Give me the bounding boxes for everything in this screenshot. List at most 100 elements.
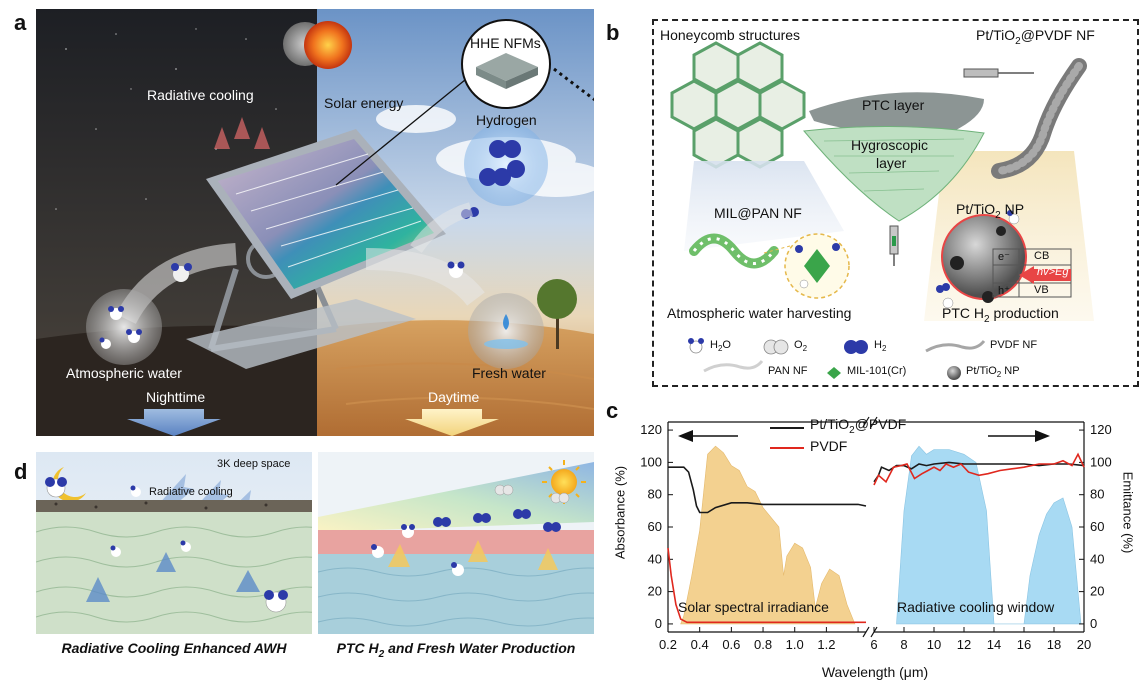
hydrogen-bubble: [464, 122, 548, 206]
label-pt-tio2-np-main: Pt/TiO: [956, 201, 996, 217]
label-ptc-h2: PTC H2 production: [942, 305, 1059, 325]
pan-nf-icon: [703, 360, 764, 373]
label-solar-energy: Solar energy: [324, 95, 404, 111]
chart-ytick-label-left-0: 0: [655, 616, 662, 631]
chart-series-1-0: [667, 547, 866, 624]
caption-e-rest: and Fresh Water Production: [384, 640, 576, 656]
pvdf-nf-icon: [925, 340, 986, 353]
chart-ylabel-right: Emittance (%): [1120, 471, 1136, 554]
chart-xtick-label-1-2: 10: [927, 637, 941, 652]
panel-label-b: b: [606, 20, 620, 45]
label-ptc-layer: PTC layer: [862, 97, 925, 113]
chart-window-label: Radiative cooling window: [897, 599, 1055, 615]
chart-break-a-1: [862, 626, 870, 638]
chart-legend-red: PVDF: [810, 438, 848, 454]
label-nighttime: Nighttime: [146, 389, 206, 405]
chart-area-0: [680, 445, 856, 625]
pt-tio2-np-icon: [947, 366, 961, 380]
chart-xlabel: Wavelength (μm): [821, 664, 929, 680]
label-hydrogen: Hydrogen: [476, 112, 537, 128]
chart-series-1-1: [873, 452, 1085, 486]
label-pt-tio2-pvdf-nf: Pt/TiO2@PVDF NF: [976, 27, 1095, 47]
atmospheric-water-bubble: [86, 289, 162, 365]
h2o-molecule-icon: [688, 338, 704, 354]
legend-h2o-rest: O: [722, 339, 731, 351]
caption-e-sub: 2: [378, 648, 385, 660]
legend-pan-text: PAN NF: [768, 365, 808, 377]
legend-pt-tio2-sub: 2: [996, 370, 1002, 380]
panel-e-illustration: [318, 452, 594, 634]
fresh-water-bubble: [468, 293, 544, 369]
label-pt-tio2-np: Pt/TiO2 NP: [956, 201, 1024, 221]
chart-ylabel-left: Absorbance (%): [612, 465, 628, 560]
chart-legend-black-sub: 2: [849, 424, 855, 436]
legend-pt-tio2-rest: NP: [1001, 365, 1020, 377]
chart-xtick-label-1-6: 18: [1047, 637, 1061, 652]
label-h-plus: h⁺: [998, 285, 1010, 297]
label-cb: CB: [1034, 250, 1050, 262]
legend-h2-main: H: [874, 339, 882, 351]
chart-legend-black-main: Pt/TiO: [810, 416, 850, 432]
legend-h2-sub: 2: [881, 344, 887, 354]
caption-e-main: PTC H: [336, 640, 379, 656]
label-fresh-water: Fresh water: [472, 365, 546, 381]
chart-ytick-label-left-6: 120: [640, 422, 662, 437]
chart-break-a-0: [862, 416, 870, 428]
label-pt-tio2-pvdf-nf-main: Pt/TiO: [976, 27, 1016, 43]
label-awh: Atmospheric water harvesting: [667, 305, 852, 321]
panel-d: 3K deep space Radiative cooling: [36, 452, 312, 634]
chart-legend-black: Pt/TiO2@PVDF: [810, 416, 906, 436]
chart-ytick-label-right-0: 0: [1090, 616, 1097, 631]
legend-pt-tio2-text: Pt/TiO2 NP: [966, 365, 1020, 379]
panel-a: Radiative cooling Solar energy HHE NFMs …: [36, 9, 594, 436]
panel-b: Honeycomb structures Pt/TiO2@PVDF NF PTC…: [652, 19, 1139, 387]
label-pt-tio2-pvdf-nf-sub: 2: [1015, 35, 1021, 47]
sun-icon-e: [551, 469, 577, 495]
legend-o2-sub: 2: [802, 344, 808, 354]
legend-h2o-main: H: [710, 339, 718, 351]
label-pt-tio2-np-sub: 2: [995, 209, 1001, 221]
tree-icon: [537, 279, 577, 319]
legend-h2o-text: H2O: [710, 339, 731, 353]
chart-ytick-label-right-1: 20: [1090, 584, 1104, 599]
chart-xtick-label-1-1: 8: [900, 637, 907, 652]
chart-xtick-label-1-0: 6: [870, 637, 877, 652]
hygroscopic-layer: [803, 125, 985, 222]
legend-h2o-sub: 2: [717, 344, 723, 354]
chart-arrow-left-head: [678, 430, 693, 442]
chart-solar-label: Solar spectral irradiance: [678, 599, 829, 615]
mil101-crystal: [804, 249, 830, 283]
panel-a-illustration: [36, 9, 594, 436]
chart-ytick-label-right-4: 80: [1090, 487, 1104, 502]
label-radiative-cooling-d: Radiative cooling: [149, 486, 233, 498]
chart-xtick-label-0-2: 0.6: [722, 637, 740, 652]
label-honeycomb: Honeycomb structures: [660, 27, 801, 43]
legend-pvdf-text: PVDF NF: [990, 339, 1038, 351]
o2-molecule-icon: [763, 339, 789, 355]
panel-label-a: a: [14, 10, 27, 35]
chart-ytick-label-right-2: 40: [1090, 551, 1104, 566]
nighttime-arrow: [127, 409, 221, 436]
caption-e: PTC H2 and Fresh Water Production: [318, 640, 594, 660]
h2-molecule-icon: [844, 340, 868, 354]
ptc-layer: [809, 92, 984, 134]
label-deep-space: 3K deep space: [217, 458, 291, 470]
chart-xtick-label-0-5: 1.2: [817, 637, 835, 652]
chart-xtick-label-0-3: 0.8: [754, 637, 772, 652]
chart-ytick-label-left-1: 20: [648, 584, 662, 599]
label-ptc-h2-sub: 2: [984, 313, 990, 325]
chart-xtick-label-0-1: 0.4: [691, 637, 709, 652]
chart-area-1: [896, 445, 1082, 625]
chart-ytick-label-left-2: 40: [648, 551, 662, 566]
panel-label-d: d: [14, 459, 28, 484]
daytime-arrow: [405, 409, 499, 436]
label-daytime: Daytime: [428, 389, 480, 405]
legend-o2-main: O: [794, 339, 803, 351]
label-atmospheric-water: Atmospheric water: [66, 365, 182, 381]
label-hygroscopic: Hygroscopic: [851, 137, 929, 153]
caption-d: Radiative Cooling Enhanced AWH: [61, 640, 287, 656]
label-radiative-cooling-a: Radiative cooling: [147, 87, 254, 103]
panel-d-illustration: [36, 452, 312, 634]
label-layer: layer: [876, 155, 907, 171]
